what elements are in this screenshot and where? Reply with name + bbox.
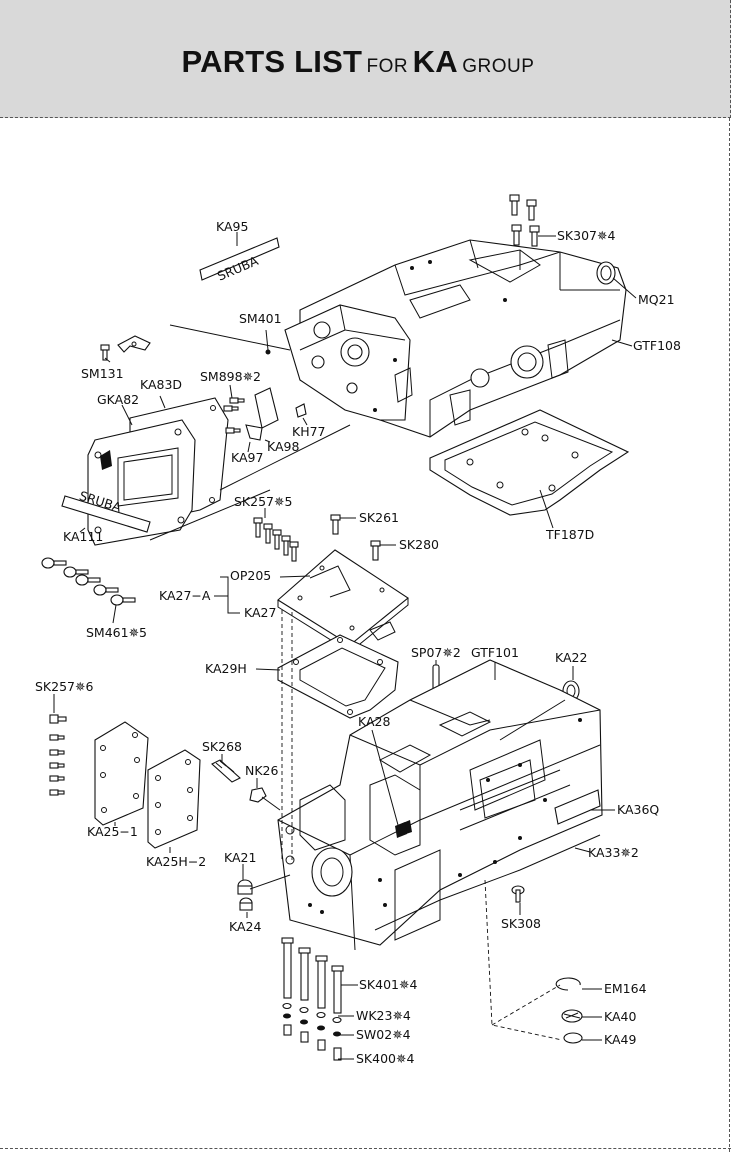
- label-sp07: SP07✵2: [411, 645, 461, 660]
- label-ka97: KA97: [231, 450, 263, 465]
- screw-sk308: [511, 885, 525, 903]
- screws-sk261-sk280: [330, 514, 381, 561]
- label-sk257-5: SK257✵5: [234, 494, 292, 509]
- label-ka95: KA95: [216, 219, 248, 234]
- label-ka28: KA28: [358, 714, 390, 729]
- label-sm131: SM131: [81, 366, 124, 381]
- bushing-mq21: [596, 261, 616, 285]
- label-gtf101: GTF101: [471, 645, 519, 660]
- label-nk26: NK26: [245, 763, 279, 778]
- label-ka36q: KA36Q: [617, 802, 659, 817]
- label-op205: OP205: [230, 568, 271, 583]
- latch-ka98: [223, 349, 307, 441]
- part-ka28: [395, 822, 407, 838]
- screws-sk257-5: [253, 517, 299, 562]
- ring-set-em164: [555, 977, 583, 1044]
- label-ka111: KA111: [63, 529, 103, 544]
- label-sk268: SK268: [202, 739, 242, 754]
- screws-sk257-6: [49, 714, 67, 796]
- label-ka24: KA24: [229, 919, 261, 934]
- label-ka98: KA98: [267, 439, 299, 454]
- label-ka21: KA21: [224, 850, 256, 865]
- header-banner: PARTS LIST FOR KA GROUP: [0, 0, 731, 118]
- label-sk307: SK307✵4: [557, 228, 615, 243]
- gasket-tf187d: [429, 409, 630, 516]
- exploded-parts-diagram: SRUBA SRUBA: [35, 194, 681, 1066]
- label-ka49: KA49: [604, 1032, 636, 1047]
- label-sk308: SK308: [501, 916, 541, 931]
- bracket-sm131: [100, 335, 151, 361]
- cover-gka82: [87, 397, 229, 546]
- label-sw02: SW02✵4: [356, 1027, 411, 1042]
- screw-sk268: [211, 759, 267, 803]
- label-gtf108: GTF108: [633, 338, 681, 353]
- housing-gtf101: [277, 659, 603, 951]
- label-ka29h: KA29H: [205, 661, 247, 676]
- frame-border-bottom: [0, 1148, 731, 1149]
- label-sk261: SK261: [359, 510, 399, 525]
- title-ka: KA: [412, 44, 458, 79]
- label-mq21: MQ21: [638, 292, 675, 307]
- label-ka25h2: KA25H−2: [146, 854, 206, 869]
- label-ka27: KA27: [244, 605, 276, 620]
- gasket-ka29h: [277, 634, 399, 719]
- label-ka22: KA22: [555, 650, 587, 665]
- label-wk23: WK23✵4: [356, 1008, 411, 1023]
- part-labels: KA95 SK307✵4 MQ21 SM401 GTF108 SM131 KA8…: [35, 219, 681, 1066]
- plate-ka25h-2: [147, 749, 201, 849]
- screws-sm461: [41, 557, 136, 606]
- studs-sk401: [281, 937, 344, 1061]
- label-ka25-1: KA25−1: [87, 824, 138, 839]
- label-sk280: SK280: [399, 537, 439, 552]
- nameplate-ka95: SRUBA: [199, 237, 280, 284]
- assembly-lines: [149, 250, 566, 1041]
- label-sm898: SM898✵2: [200, 369, 261, 384]
- label-ka33: KA33✵2: [588, 845, 639, 860]
- leader-lines: [53, 232, 637, 1060]
- label-ka27a: KA27−A: [159, 588, 211, 603]
- label-kh77: KH77: [292, 424, 326, 439]
- plugs-ka21-ka24: [237, 879, 253, 911]
- label-sk400: SK400✵4: [356, 1051, 414, 1066]
- label-sk257-6: SK257✵6: [35, 679, 93, 694]
- label-sk401: SK401✵4: [359, 977, 417, 992]
- title-for: FOR: [366, 56, 409, 77]
- screws-sk307: [509, 194, 540, 247]
- housing-gtf108: [284, 239, 627, 438]
- label-gka82: GKA82: [97, 392, 139, 407]
- label-ka40: KA40: [604, 1009, 636, 1024]
- title-group: GROUP: [462, 56, 535, 77]
- label-sm461: SM461✵5: [86, 625, 147, 640]
- label-sm401: SM401: [239, 311, 282, 326]
- label-ka83d: KA83D: [140, 377, 182, 392]
- label-em164: EM164: [604, 981, 647, 996]
- page-title: PARTS LIST FOR KA GROUP: [0, 44, 716, 80]
- title-parts-list: PARTS LIST: [181, 44, 363, 79]
- plate-ka25-1: [94, 721, 149, 826]
- frame-border-right: [729, 118, 730, 1152]
- label-tf187d: TF187D: [545, 527, 594, 542]
